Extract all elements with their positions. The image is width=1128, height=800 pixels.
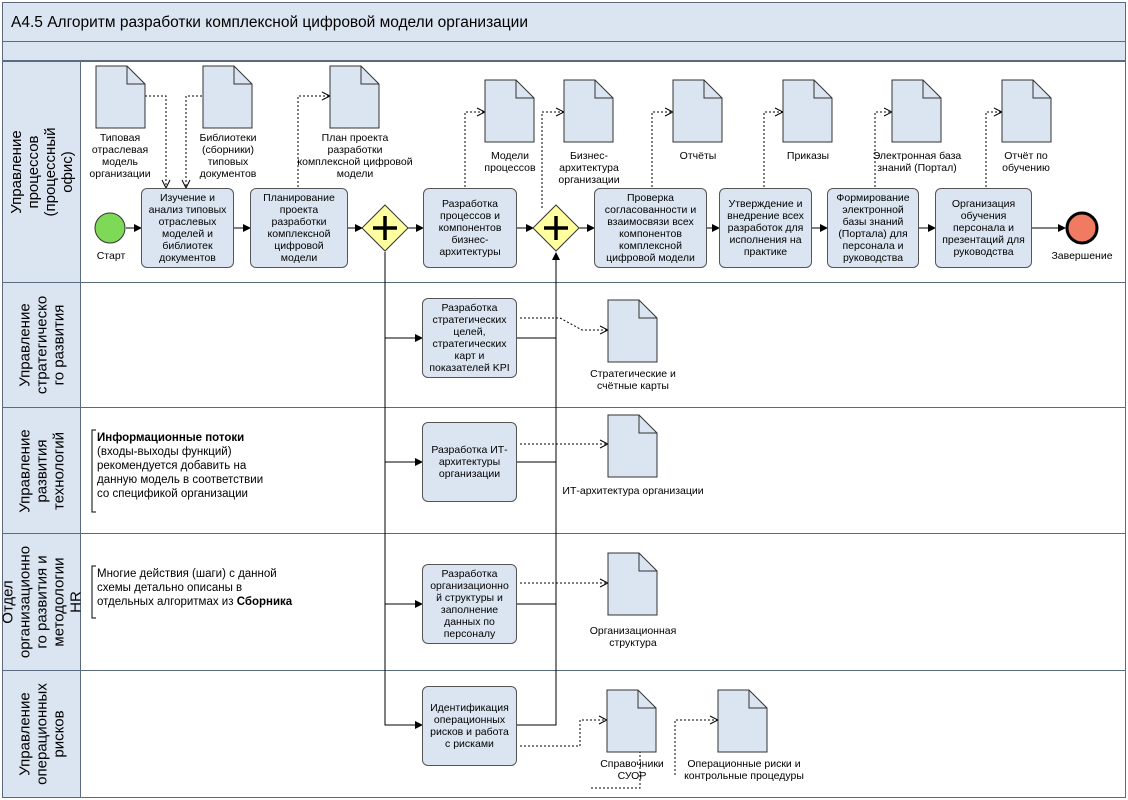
lane-header: Управление стратегическо го развития [3,283,81,407]
lane-technology-development: Управление развития технологий [2,407,1126,534]
document-icon-fold [360,66,379,85]
data-associations [145,96,1002,789]
parallel-gateway-split[interactable] [361,204,409,252]
document-icon-fold [748,690,767,709]
document-label: ИТ-архитектура организации [562,485,704,497]
document-icon-fold [637,690,656,709]
lane-strategic-development: Управление стратегическо го развития [2,282,1126,408]
document-label: Стратегические и счётные карты [590,368,676,392]
document-label: Приказы [786,150,830,162]
end-event[interactable] [1065,211,1099,245]
lane-header: Управление развития технологий [3,408,81,533]
document-icon-fold [594,80,613,99]
document-icon[interactable] [563,79,614,143]
annotation-brackets [91,429,96,619]
task-develop-processes[interactable]: Разработка процессов и компонентов бизне… [423,188,517,268]
document-icon[interactable] [607,552,658,616]
document-icon-fold [922,80,941,99]
document-label: Типовая отраслевая модель организации [89,132,151,180]
document-label: Отчёты [679,150,717,162]
document-label: Электронная база знаний (Портал) [872,150,962,174]
parallel-gateway-merge[interactable] [532,204,580,252]
title-bar: A4.5 Алгоритм разработки комплексной циф… [2,2,1126,42]
lane-header: Отдел организационно го развития и метод… [0,534,85,670]
document-label: Организационная структура [589,625,677,649]
document-label: План проекта разработки комплексной цифр… [297,132,413,180]
task-operational-risks[interactable]: Идентификация операционных рисков и рабо… [422,686,517,766]
task-org-structure[interactable]: Разработка организационно й структуры и … [422,564,517,644]
document-icon-fold [515,80,534,99]
document-icon[interactable] [484,79,535,143]
text-annotation-info-flows: Информационные потоки (входы-выходы функ… [97,431,297,501]
document-icon-fold [126,66,145,85]
start-event[interactable] [94,212,126,244]
document-icon[interactable] [607,299,658,363]
subtitle-bar [2,41,1126,61]
document-icon-fold [813,80,832,99]
document-icon[interactable] [782,79,833,143]
end-event-label: Завершение [1051,250,1113,262]
document-label: Библиотеки (сборники) типовых документов [199,132,257,180]
document-icon-fold [638,415,657,434]
lane-org-development-hr: Отдел организационно го развития и метод… [0,533,1126,671]
task-project-planning[interactable]: Планирование проекта разработки комплекс… [250,188,348,268]
task-knowledge-base[interactable]: Формирование электронной базы знаний (По… [827,188,919,268]
task-study-typical-models[interactable]: Изучение и анализ типовых отраслевых мод… [141,188,234,268]
document-icon[interactable] [891,79,942,143]
document-label: Бизнес- архитектура организации [558,150,620,186]
document-label: Справочники СУОР [600,758,664,782]
document-label: Модели процессов [484,150,536,174]
lane-operational-risk: Управление операционных рисков [2,670,1126,798]
document-icon[interactable] [606,689,657,753]
document-icon[interactable] [95,65,146,129]
annotation-bold-text: Информационные потоки [97,432,245,444]
start-event-label: Старт [96,250,126,262]
task-staff-training[interactable]: Организация обучения персонала и презент… [935,188,1032,268]
document-label: Отчёт по обучению [1002,150,1050,174]
document-icon[interactable] [1001,79,1052,143]
annotation-text: (входы-выходы функций) рекомендуется доб… [97,446,264,500]
document-icon[interactable] [202,65,253,129]
annotation-text: Многие действия (шаги) с данной схемы де… [97,568,277,608]
document-icon-fold [233,66,252,85]
document-icon[interactable] [329,65,380,129]
task-strategic-goals-kpi[interactable]: Разработка стратегических целей, стратег… [422,298,517,378]
document-icon-fold [1032,80,1051,99]
task-approval-implementation[interactable]: Утверждение и внедрение всех разработок … [719,188,812,268]
sequence-flows [126,224,1066,729]
document-icon[interactable] [717,689,768,753]
lane-header: Управление операционных рисков [3,671,81,797]
annotation-bold-text: Сборника [236,596,293,608]
document-icon[interactable] [607,414,658,478]
document-label: Операционные риски и контрольные процеду… [684,758,804,782]
document-icon-fold [638,300,657,319]
document-icon[interactable] [672,79,723,143]
lane-header: Управление процессов (процессный офис) [3,62,81,282]
task-it-architecture[interactable]: Разработка ИТ- архитектуры организации [422,422,517,502]
text-annotation-collection: Многие действия (шаги) с данной схемы де… [97,567,317,609]
task-consistency-check[interactable]: Проверка согласованности и взаимосвязи в… [594,188,707,268]
document-icon-fold [638,553,657,572]
document-icon-fold [703,80,722,99]
diagram-title: A4.5 Алгоритм разработки комплексной циф… [11,14,528,31]
